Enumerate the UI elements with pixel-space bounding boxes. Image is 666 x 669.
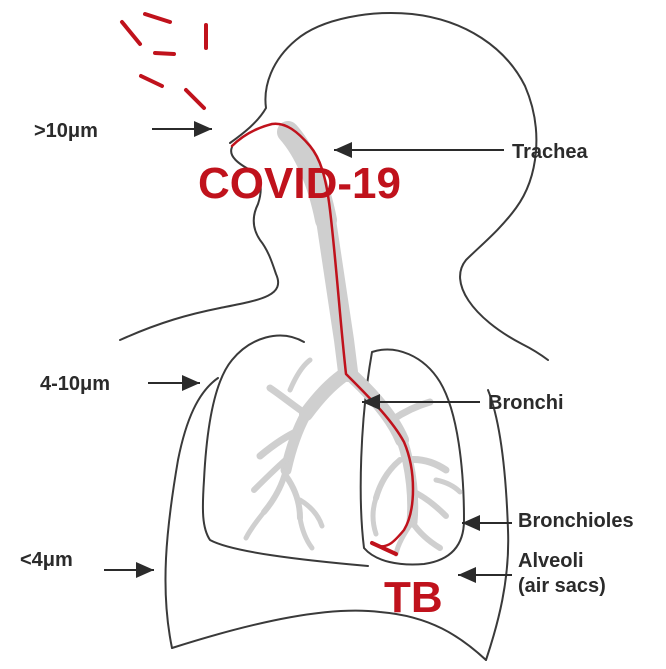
chest-right-outline	[486, 390, 508, 660]
label-alveoli: Alveoli	[518, 550, 584, 572]
covid-annotation: COVID-19	[198, 159, 401, 208]
label-air-sacs: (air sacs)	[518, 575, 606, 597]
label-size-lt4: <4μm	[20, 549, 73, 571]
label-size-gt10: >10μm	[34, 120, 98, 142]
label-trachea: Trachea	[512, 141, 588, 163]
label-bronchioles: Bronchioles	[518, 510, 634, 532]
airborne-particles	[122, 14, 206, 108]
tb-annotation: TB	[384, 573, 443, 622]
tb-marker	[372, 543, 396, 554]
label-bronchi: Bronchi	[488, 392, 564, 414]
label-size-4-10: 4-10μm	[40, 373, 110, 395]
